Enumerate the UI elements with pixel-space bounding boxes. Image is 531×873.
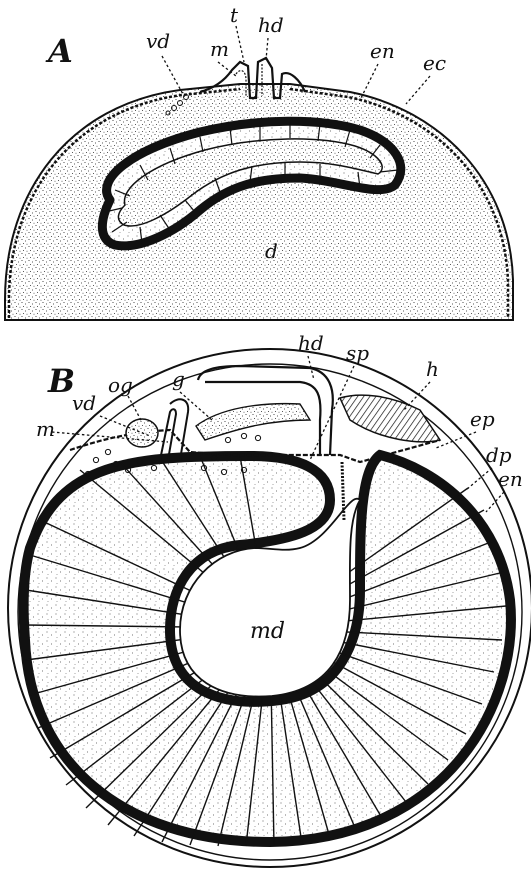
label-vd: vd xyxy=(146,29,170,53)
label-b-en: en xyxy=(498,467,523,491)
label-m: m xyxy=(210,37,229,61)
label-b-md: md xyxy=(250,619,285,644)
label-hd: hd xyxy=(258,13,284,37)
label-b-m: m xyxy=(36,417,55,441)
label-b-og: og xyxy=(108,373,133,397)
label-b-ep: ep xyxy=(470,407,495,431)
panel-b-letter: B xyxy=(47,362,75,400)
label-b-sp: sp xyxy=(346,341,369,365)
panel-a-letter: A xyxy=(45,32,73,70)
label-b-hd: hd xyxy=(298,331,324,355)
label-b-dp: dp xyxy=(486,443,512,467)
label-d: d xyxy=(265,239,278,263)
panel-a: A t hd vd m en ec d xyxy=(5,3,513,320)
label-ec: ec xyxy=(423,51,446,75)
label-b-g: g xyxy=(172,367,185,391)
label-b-vd: vd xyxy=(72,391,96,415)
label-b-h: h xyxy=(426,357,439,381)
panel-b: B hd sp og g h vd ep m dp en md xyxy=(8,331,531,867)
label-t: t xyxy=(230,3,239,27)
label-en: en xyxy=(370,39,395,63)
